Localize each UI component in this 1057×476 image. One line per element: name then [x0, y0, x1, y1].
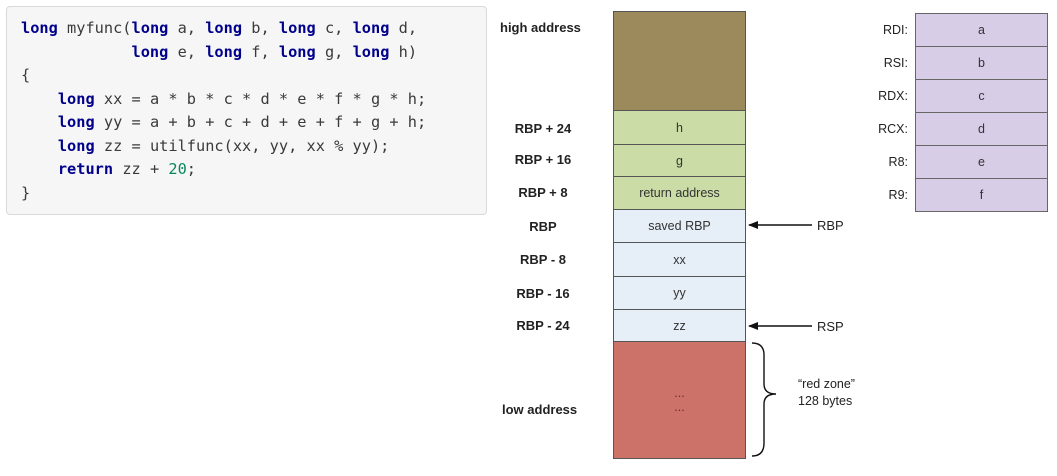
- code-keyword: long: [352, 42, 390, 61]
- code-line: long xx = a * b * c * d * e * f * g * h;: [21, 88, 426, 112]
- code-text: e,: [168, 42, 206, 61]
- code-text: zz = utilfunc(xx, yy, xx % yy);: [94, 136, 390, 155]
- label-rbp-plus-16: RBP + 16: [514, 152, 572, 167]
- code-text: b,: [242, 19, 279, 37]
- stack-cell-zz: zz: [613, 309, 746, 342]
- code-text: d,: [389, 19, 418, 37]
- register-name: RDX:: [878, 89, 908, 103]
- register-name: R8:: [888, 155, 908, 169]
- red-zone-note: “red zone” 128 bytes: [798, 376, 855, 410]
- red-zone-dots-1: ...: [674, 386, 685, 400]
- code-listing: long myfunc(long a, long b, long c, long…: [21, 17, 426, 205]
- code-text: g,: [315, 42, 353, 61]
- code-text: c,: [315, 19, 353, 37]
- code-keyword: long: [57, 89, 95, 108]
- code-line: long myfunc(long a, long b, long c, long…: [21, 17, 426, 41]
- red-zone-note-line1: “red zone”: [798, 377, 855, 391]
- stack-cell-red-zone: ... ...: [613, 341, 746, 459]
- code-line: }: [21, 182, 426, 206]
- code-keyword: return: [57, 160, 114, 178]
- code-line: long e, long f, long g, long h): [21, 41, 426, 65]
- code-text: myfunc(: [57, 19, 132, 37]
- red-zone-note-line2: 128 bytes: [798, 394, 853, 408]
- code-line: long yy = a + b + c + d + e + f + g + h;: [21, 111, 426, 135]
- stack-cell-h: h: [613, 110, 746, 145]
- register-value: e: [915, 145, 1048, 179]
- register-name: R9:: [888, 188, 908, 202]
- code-text: xx = a * b * c * d * e * f * g * h;: [94, 89, 427, 108]
- register-name: RSI:: [883, 56, 908, 70]
- stack-cell-saved-rbp: saved RBP: [613, 209, 746, 243]
- label-high-address: high address: [500, 20, 581, 35]
- code-text: ;: [186, 160, 197, 178]
- code-line: return zz + 20;: [21, 158, 426, 182]
- code-line: {: [21, 64, 426, 88]
- code-text: {: [21, 66, 31, 84]
- code-keyword: long: [205, 19, 243, 37]
- label-rbp-plus-24: RBP + 24: [514, 121, 572, 136]
- code-keyword: long: [352, 19, 390, 37]
- label-rbp-minus-8: RBP - 8: [520, 252, 566, 267]
- register-value: f: [915, 178, 1048, 212]
- register-value: b: [915, 46, 1048, 80]
- code-text: zz +: [113, 160, 169, 178]
- pointer-label-rsp: RSP: [817, 319, 844, 334]
- register-name: RCX:: [878, 122, 908, 136]
- code-keyword: long: [278, 42, 316, 61]
- label-rbp-minus-16: RBP - 16: [516, 286, 570, 301]
- code-keyword: long: [278, 19, 316, 37]
- code-keyword: long: [57, 136, 95, 155]
- code-line: long zz = utilfunc(xx, yy, xx % yy);: [21, 135, 426, 159]
- label-rbp-minus-24: RBP - 24: [516, 318, 570, 333]
- code-text: a,: [168, 19, 206, 37]
- red-zone-brace: [751, 342, 777, 457]
- code-keyword: long: [205, 42, 243, 61]
- code-panel: long myfunc(long a, long b, long c, long…: [6, 6, 487, 215]
- code-text: f,: [242, 42, 279, 61]
- label-rbp-plus-8: RBP + 8: [518, 185, 568, 200]
- code-keyword: long: [131, 19, 169, 37]
- code-text: yy = a + b + c + d + e + f + g + h;: [94, 113, 427, 131]
- stack-cell-top: [613, 11, 746, 111]
- code-keyword: long: [57, 113, 95, 131]
- code-keyword: long: [21, 19, 58, 37]
- code-number: 20: [168, 160, 187, 178]
- register-name: RDI:: [883, 23, 908, 37]
- code-keyword: long: [131, 42, 169, 61]
- register-value: d: [915, 112, 1048, 146]
- red-zone-dots-2: ...: [674, 400, 685, 414]
- code-text: }: [21, 183, 31, 202]
- pointer-label-rbp: RBP: [817, 218, 844, 233]
- label-rbp: RBP: [529, 219, 557, 234]
- stack-cell-return-address: return address: [613, 176, 746, 210]
- code-text: h): [389, 42, 418, 61]
- label-low-address: low address: [502, 402, 578, 417]
- stack-cell-yy: yy: [613, 276, 746, 310]
